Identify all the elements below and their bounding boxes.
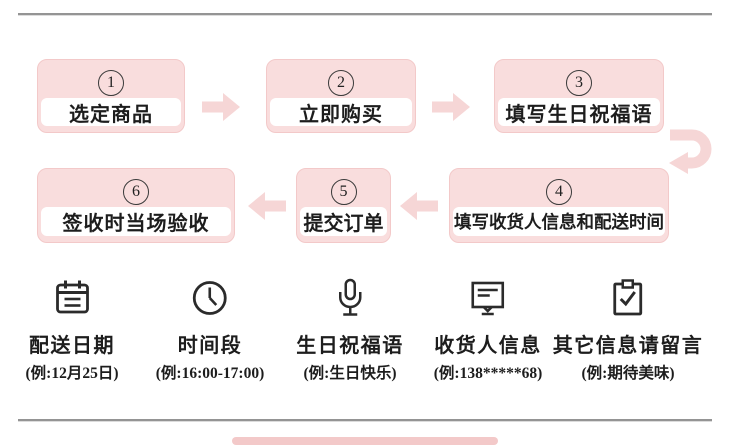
- message-icon: [471, 281, 505, 316]
- calendar-icon: [55, 280, 89, 314]
- legend-label-other-message: 其它信息请留言: [552, 335, 704, 357]
- step-1-number-badge: 1: [98, 70, 124, 96]
- legend-label-time-slot: 时间段: [177, 335, 243, 357]
- flow-step-6: 6 签收时当场验收: [37, 168, 235, 243]
- legend-item-recipient-info: 收货人信息 (例:138*****68): [433, 276, 543, 383]
- horizontal-scrollbar-thumb[interactable]: [232, 437, 498, 445]
- step-4-number-badge: 4: [546, 179, 572, 205]
- step-2-number-row: 2: [267, 60, 415, 97]
- step-4-number-row: 4: [450, 169, 668, 206]
- step-2-number-badge: 2: [328, 70, 354, 96]
- clipboard-check-icon: [613, 279, 643, 316]
- legend-item-birthday-wish: 生日祝福语 (例:生日快乐): [296, 276, 404, 383]
- step-5-number-row: 5: [297, 169, 390, 206]
- step-1-number-row: 1: [38, 60, 184, 97]
- arrow-left-icon: [400, 192, 438, 220]
- flow-step-2: 2 立即购买: [266, 59, 416, 133]
- step-3-number-badge: 3: [566, 70, 592, 96]
- step-3-label: 填写生日祝福语: [498, 98, 660, 126]
- legend-label-recipient-info: 收货人信息: [434, 335, 542, 357]
- arrow-left-icon: [248, 192, 286, 220]
- step-6-label: 签收时当场验收: [41, 207, 231, 236]
- flow-step-4: 4 填写收货人信息和配送时间: [449, 168, 669, 243]
- legend-item-delivery-date: 配送日期 (例:12月25日): [26, 276, 119, 383]
- arrow-uturn-down-icon: [669, 129, 712, 174]
- legend-example-recipient-info: (例:138*****68): [433, 365, 543, 382]
- step-5-number-badge: 5: [330, 179, 357, 205]
- clock-icon: [193, 281, 227, 315]
- legend-item-time-slot: 时间段 (例:16:00-17:00): [156, 276, 264, 383]
- bottom-divider: [18, 419, 712, 422]
- step-6-number-badge: 6: [123, 179, 149, 205]
- flow-step-5: 5 提交订单: [296, 168, 391, 243]
- microphone-icon: [338, 278, 362, 316]
- arrow-right-icon: [432, 93, 470, 121]
- step-1-label: 选定商品: [41, 98, 181, 126]
- step-2-label: 立即购买: [270, 98, 412, 126]
- arrow-right-icon: [202, 93, 240, 121]
- flow-step-3: 3 填写生日祝福语: [494, 59, 664, 133]
- flow-step-1: 1 选定商品: [37, 59, 185, 133]
- step-4-label: 填写收货人信息和配送时间: [453, 207, 665, 236]
- step-3-number-row: 3: [495, 60, 663, 97]
- legend-label-birthday-wish: 生日祝福语: [296, 335, 404, 357]
- legend-item-other-message: 其它信息请留言 (例:期待美味): [553, 276, 704, 383]
- legend-example-other-message: (例:期待美味): [581, 365, 675, 382]
- top-divider: [18, 13, 712, 16]
- step-6-number-row: 6: [38, 169, 234, 206]
- legend-example-time-slot: (例:16:00-17:00): [155, 365, 265, 382]
- legend-label-delivery-date: 配送日期: [29, 335, 115, 357]
- step-5-label: 提交订单: [300, 207, 387, 236]
- legend-example-birthday-wish: (例:生日快乐): [303, 365, 397, 382]
- legend-example-delivery-date: (例:12月25日): [25, 365, 119, 382]
